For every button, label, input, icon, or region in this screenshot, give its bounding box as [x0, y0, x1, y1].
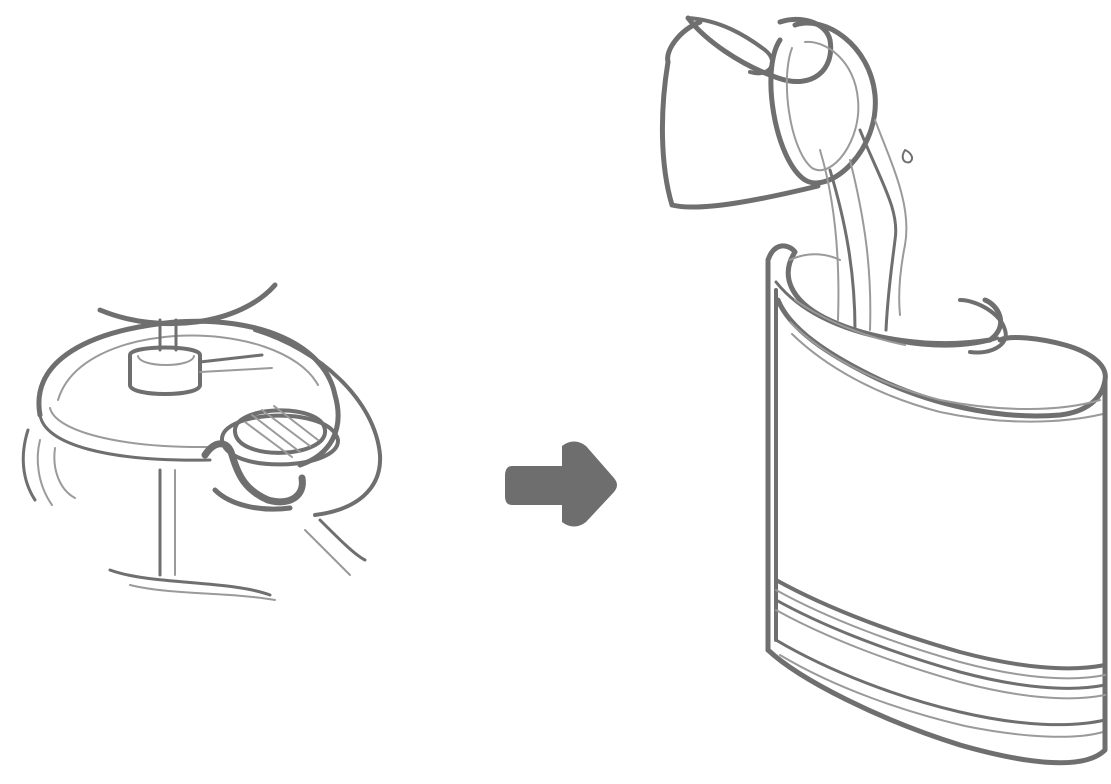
- right-arrow-icon: [505, 442, 617, 527]
- step-1-tank-cap-illustration: [23, 285, 380, 600]
- step-2-pour-water-illustration: [662, 18, 1105, 763]
